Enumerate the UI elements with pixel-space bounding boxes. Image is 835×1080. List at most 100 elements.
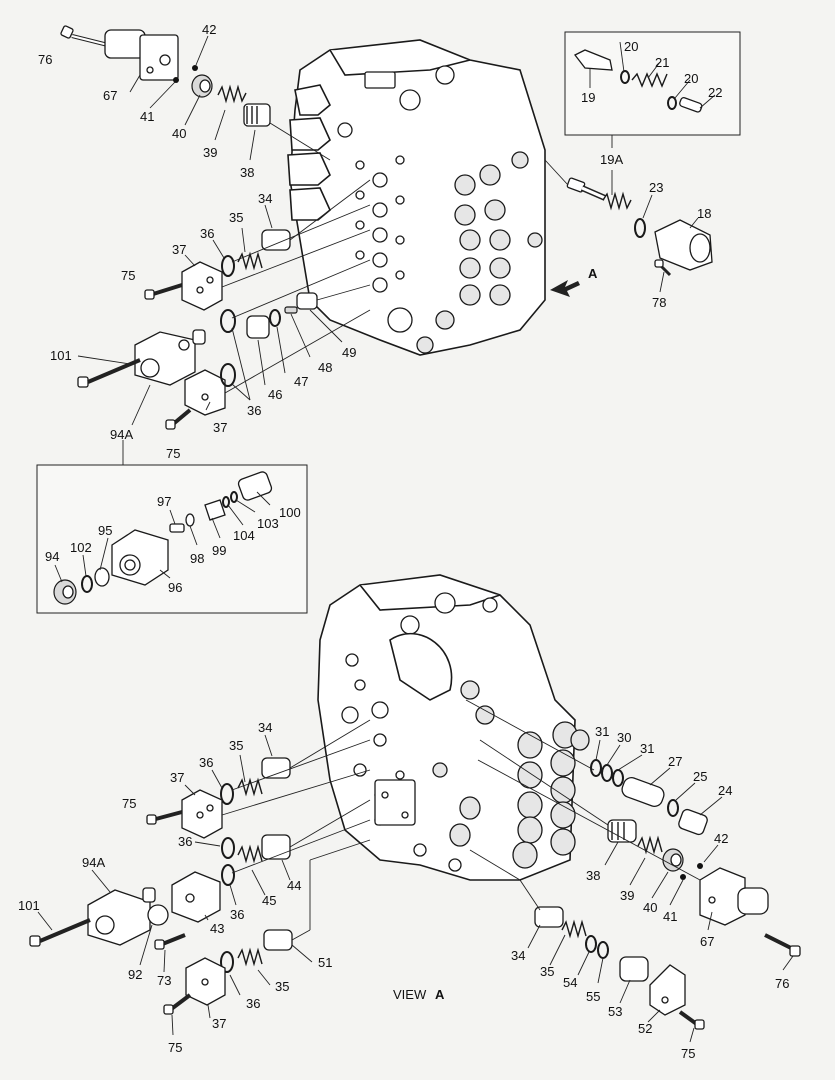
label-22: 22 [708, 85, 722, 100]
lower-right-spools [432, 680, 590, 869]
label-31-b: 31 [640, 741, 654, 756]
bolt-75-lower-b [163, 993, 192, 1015]
label-92: 92 [128, 967, 142, 982]
bolt-101-lower [29, 918, 91, 947]
label-36-lower-a: 36 [199, 755, 213, 770]
upper-right-leaders [544, 159, 699, 293]
pin-48 [284, 306, 298, 314]
label-96: 96 [168, 580, 182, 595]
plug-38-lower [607, 819, 637, 843]
oring-30 [601, 764, 613, 782]
label-95: 95 [98, 523, 112, 538]
label-100: 100 [279, 505, 301, 520]
spring-45 [237, 844, 263, 864]
label-76-upper: 76 [38, 52, 52, 67]
spring-39-upper [217, 84, 247, 104]
pin-42-upper [192, 65, 198, 71]
label-67-upper: 67 [103, 88, 117, 103]
upper-left-face-holes [337, 122, 413, 333]
spring-35-lower-a [237, 777, 263, 797]
label-55: 55 [586, 989, 600, 1004]
label-39-upper: 39 [203, 145, 217, 160]
label-97: 97 [157, 494, 171, 509]
cover-37-upper-b [184, 369, 226, 416]
oring-31-b [612, 769, 624, 787]
sleeve-51 [263, 929, 293, 951]
label-75-upper-a: 75 [121, 268, 135, 283]
plug-27 [621, 777, 665, 807]
label-41-upper: 41 [140, 109, 154, 124]
label-A-arrow: A [588, 266, 598, 281]
label-36-upper-a: 36 [200, 226, 214, 241]
label-34-upper: 34 [258, 191, 272, 206]
spring-35-upper [237, 251, 263, 271]
spring-39-lower [637, 835, 663, 855]
label-52: 52 [638, 1021, 652, 1036]
label-45: 45 [262, 893, 276, 908]
oring-36-upper-c [220, 363, 236, 387]
pin-41-lower [680, 874, 686, 880]
oring-36-lower-b [221, 837, 235, 859]
label-34-lower-b: 34 [511, 948, 525, 963]
bolt-76-upper [60, 25, 113, 48]
label-25: 25 [693, 769, 707, 784]
pin-42-lower [697, 863, 703, 869]
pin-41-upper [173, 77, 179, 83]
label-48: 48 [318, 360, 332, 375]
label-37-upper-b: 37 [213, 420, 227, 435]
label-53: 53 [608, 1004, 622, 1019]
cover-37-upper-a [181, 261, 223, 311]
label-37-lower-b: 37 [212, 1016, 226, 1031]
label-99: 99 [212, 543, 226, 558]
bolt-78 [654, 259, 672, 277]
valve-block-94A-upper [134, 329, 206, 386]
label-18: 18 [697, 206, 711, 221]
label-24: 24 [718, 783, 732, 798]
inset-94-parts [53, 471, 273, 605]
piston-44 [261, 834, 291, 860]
spring-35-lower-c [561, 919, 587, 939]
bolt-75-lower-c [678, 1010, 705, 1030]
view-letter: A [435, 987, 445, 1002]
upper-valve-body [287, 39, 546, 356]
upper-right-ports [416, 151, 543, 354]
label-35-upper: 35 [229, 210, 243, 225]
label-49: 49 [342, 345, 356, 360]
label-102: 102 [70, 540, 92, 555]
cover-52 [649, 964, 686, 1016]
label-51: 51 [318, 955, 332, 970]
view-label: VIEW [393, 987, 427, 1002]
label-38-upper: 38 [240, 165, 254, 180]
label-41-lower: 41 [663, 909, 677, 924]
poppet-49 [296, 292, 318, 310]
label-75-lower-b: 75 [168, 1040, 182, 1055]
oring-36-upper-a [221, 255, 235, 277]
label-73: 73 [157, 973, 171, 988]
nut-40-lower [662, 848, 684, 872]
label-75-lower-c: 75 [681, 1046, 695, 1061]
label-67-lower: 67 [700, 934, 714, 949]
nut-40-upper [191, 74, 213, 98]
plug-92 [147, 904, 169, 926]
block-43 [171, 871, 221, 923]
piston-53 [619, 956, 649, 982]
label-104: 104 [233, 528, 255, 543]
label-19: 19 [581, 90, 595, 105]
sleeve-34-lower-b [534, 906, 564, 928]
plug-24 [678, 808, 708, 836]
oring-36-lower-a [220, 783, 234, 805]
oring-54 [585, 935, 597, 953]
valve-block-94A-lower [87, 887, 156, 946]
label-54: 54 [563, 975, 577, 990]
label-42-upper: 42 [202, 22, 216, 37]
bolt-75-lower-a [146, 810, 183, 825]
label-47: 47 [294, 374, 308, 389]
label-36-lower-b: 36 [178, 834, 192, 849]
label-35-lower-c: 35 [540, 964, 554, 979]
label-40-lower: 40 [643, 900, 657, 915]
label-98: 98 [190, 551, 204, 566]
label-75-upper-b: 75 [166, 446, 180, 461]
label-76-lower: 76 [775, 976, 789, 991]
cap-18 [654, 219, 713, 271]
